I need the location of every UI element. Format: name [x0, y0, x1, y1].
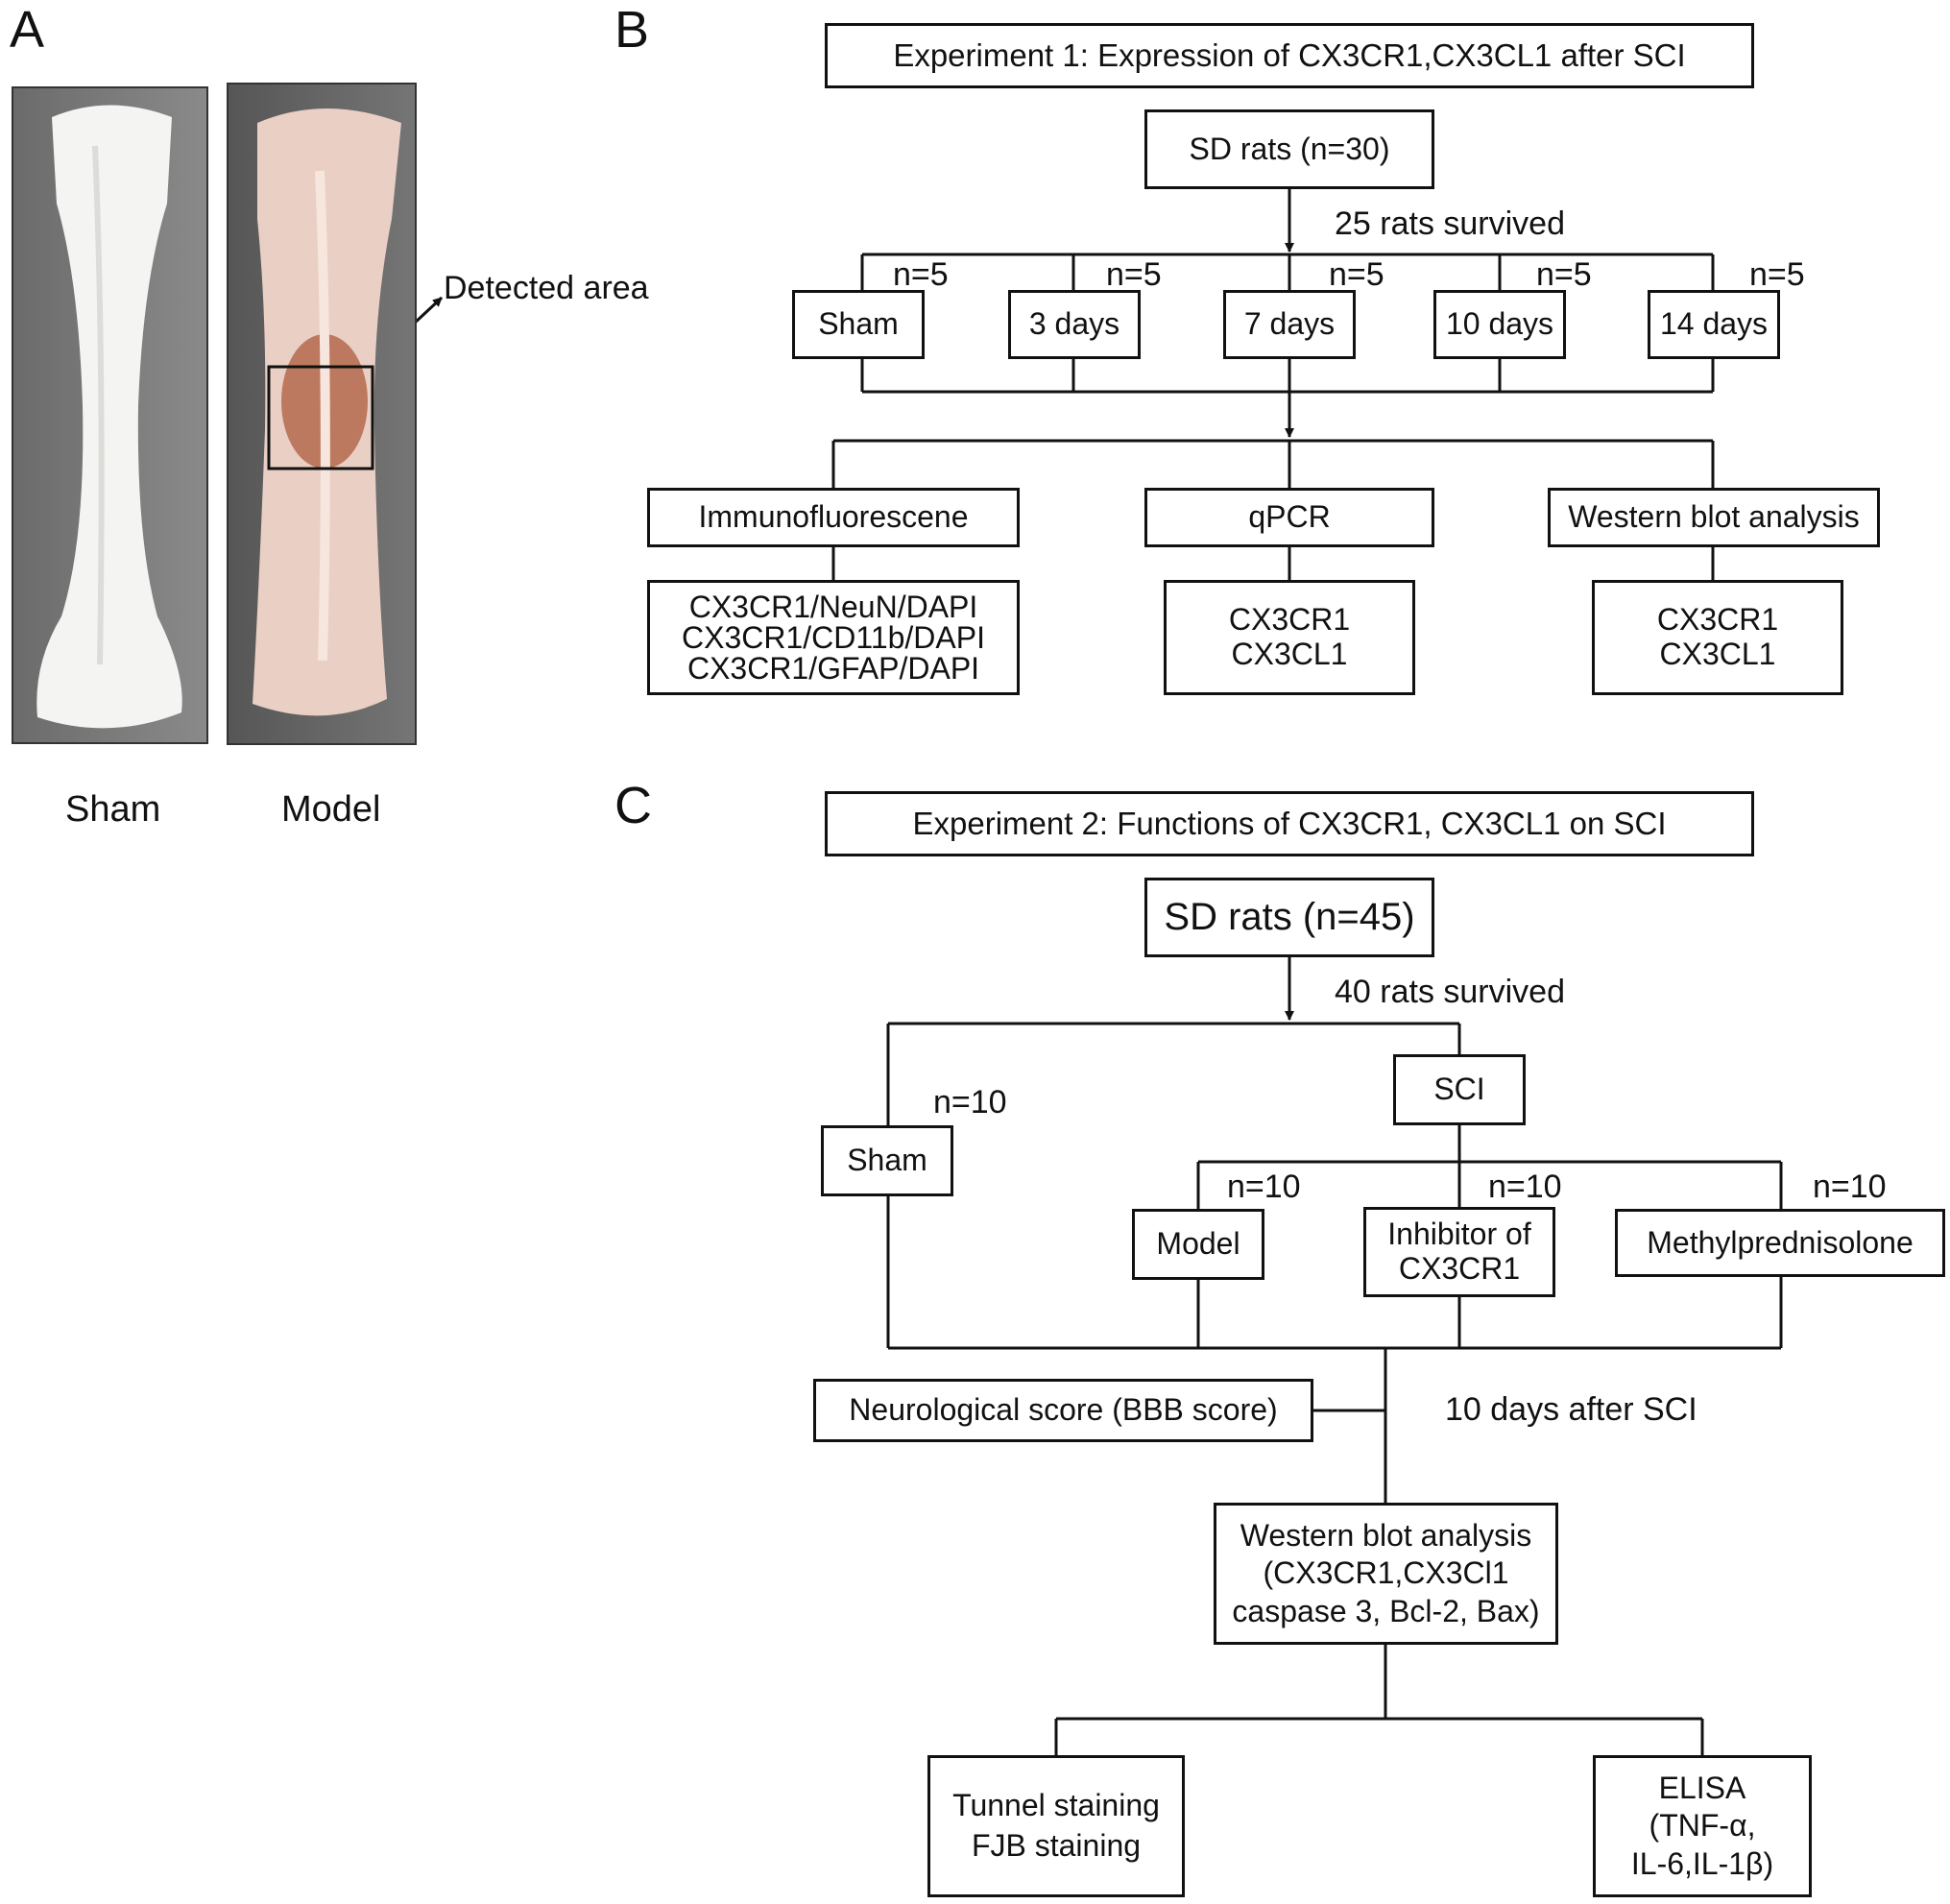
- b-group-label: Sham: [818, 306, 899, 342]
- c-sci-group-label: Model: [1156, 1226, 1240, 1262]
- b-group-n: n=5: [1106, 256, 1162, 293]
- c-survived-label: 40 rats survived: [1335, 974, 1565, 1010]
- b-group-box-3-days: 3 days: [1008, 290, 1141, 359]
- b-target-label: CX3CR1: [1228, 602, 1351, 638]
- b-method-box-western-blot: Western blot analysis: [1548, 488, 1880, 547]
- b-target-label: CX3CL1: [1659, 637, 1776, 671]
- sham-spinal-cord-photo: [12, 86, 208, 744]
- c-elisa-line: (TNF-α,: [1649, 1808, 1756, 1844]
- b-group-box-10-days: 10 days: [1433, 290, 1566, 359]
- panel-b-letter: B: [614, 1, 650, 59]
- sham-caption: Sham: [65, 789, 161, 830]
- c-sham-n: n=10: [933, 1084, 1007, 1121]
- b-group-n: n=5: [1329, 256, 1384, 293]
- c-western-line: Western blot analysis: [1240, 1518, 1532, 1554]
- c-model-box: Model: [1132, 1209, 1264, 1280]
- experiment-2-title-box: Experiment 2: Functions of CX3CR1, CX3CL…: [825, 791, 1754, 856]
- b-group-n: n=5: [1749, 256, 1805, 293]
- b-group-n: n=5: [1536, 256, 1592, 293]
- c-staining-line: FJB staining: [971, 1828, 1142, 1863]
- c-elisa-line: IL-6,IL-1β): [1630, 1845, 1774, 1881]
- b-survived-label: 25 rats survived: [1335, 205, 1565, 242]
- b-method-label: Immunofluorescene: [698, 499, 969, 535]
- c-neuro-score-box: Neurological score (BBB score): [813, 1379, 1313, 1442]
- panel-a-letter: A: [10, 1, 45, 59]
- b-targets-box-qpcr: CX3CR1 CX3CL1: [1164, 580, 1415, 695]
- sham-cord-shape: [36, 105, 182, 729]
- b-group-n: n=5: [893, 256, 949, 293]
- b-target-label: CX3CR1/GFAP/DAPI: [686, 651, 980, 686]
- c-sci-group-n: n=10: [1488, 1169, 1562, 1205]
- c-sci-group-n: n=10: [1813, 1169, 1887, 1205]
- c-inhibitor-box: Inhibitor of CX3CR1: [1363, 1207, 1555, 1297]
- c-staining-box: Tunnel staining FJB staining: [927, 1755, 1185, 1897]
- b-sd-rats-label: SD rats (n=30): [1189, 131, 1390, 166]
- b-method-box-qpcr: qPCR: [1144, 488, 1434, 547]
- detected-area-box: [267, 365, 374, 470]
- c-elisa-box: ELISA (TNF-α, IL-6,IL-1β): [1593, 1755, 1812, 1897]
- c-western-box: Western blot analysis (CX3CR1,CX3Cl1 cas…: [1214, 1503, 1558, 1645]
- c-timepoint-label: 10 days after SCI: [1445, 1391, 1697, 1428]
- c-sci-group-n: n=10: [1227, 1169, 1301, 1205]
- c-staining-line: Tunnel staining: [952, 1788, 1160, 1823]
- c-sci-box: SCI: [1393, 1054, 1526, 1125]
- b-targets-box-immunofluorescence: CX3CR1/NeuN/DAPI CX3CR1/CD11b/DAPI CX3CR…: [647, 580, 1020, 695]
- c-sham-box: Sham: [821, 1125, 953, 1196]
- c-methylprednisolone-box: Methylprednisolone: [1615, 1209, 1945, 1277]
- b-group-label: 14 days: [1659, 306, 1769, 342]
- b-method-label: qPCR: [1248, 499, 1331, 535]
- b-target-label: CX3CL1: [1231, 637, 1348, 671]
- experiment-1-title: Experiment 1: Expression of CX3CR1,CX3CL…: [893, 36, 1686, 73]
- c-western-line: (CX3CR1,CX3Cl1: [1263, 1555, 1509, 1591]
- b-target-label: CX3CR1/CD11b/DAPI: [682, 620, 985, 655]
- c-sham-label: Sham: [847, 1143, 927, 1178]
- b-group-box-7-days: 7 days: [1223, 290, 1356, 359]
- model-spinal-cord-photo: [227, 83, 417, 745]
- detected-area-label: Detected area: [444, 270, 649, 306]
- c-sd-rats-box: SD rats (n=45): [1144, 878, 1434, 957]
- b-group-box-sham: Sham: [792, 290, 925, 359]
- c-sci-group-label: CX3CR1: [1398, 1251, 1521, 1286]
- b-group-label: 10 days: [1445, 306, 1554, 342]
- b-target-label: CX3CR1/NeuN/DAPI: [688, 590, 978, 624]
- c-sci-group-label: Methylprednisolone: [1647, 1224, 1914, 1260]
- panel-c-letter: C: [614, 777, 652, 834]
- b-method-label: Western blot analysis: [1568, 499, 1860, 535]
- model-cord-shape: [253, 108, 401, 716]
- experiment-2-title: Experiment 2: Functions of CX3CR1, CX3CL…: [912, 805, 1667, 841]
- b-sd-rats-box: SD rats (n=30): [1144, 109, 1434, 189]
- b-group-label: 7 days: [1243, 306, 1336, 342]
- b-targets-box-western-blot: CX3CR1 CX3CL1: [1592, 580, 1843, 695]
- b-group-box-14-days: 14 days: [1648, 290, 1780, 359]
- c-sci-label: SCI: [1433, 1072, 1485, 1107]
- b-method-box-immunofluorescence: Immunofluorescene: [647, 488, 1020, 547]
- experiment-1-title-box: Experiment 1: Expression of CX3CR1,CX3CL…: [825, 23, 1754, 88]
- c-neuro-score-label: Neurological score (BBB score): [849, 1392, 1278, 1428]
- b-group-label: 3 days: [1028, 306, 1120, 342]
- c-sci-group-label: Inhibitor of: [1387, 1217, 1531, 1252]
- model-caption: Model: [281, 789, 381, 830]
- c-western-line: caspase 3, Bcl-2, Bax): [1232, 1593, 1540, 1628]
- b-target-label: CX3CR1: [1656, 602, 1779, 638]
- c-elisa-line: ELISA: [1658, 1771, 1746, 1806]
- c-sd-rats-label: SD rats (n=45): [1164, 896, 1415, 939]
